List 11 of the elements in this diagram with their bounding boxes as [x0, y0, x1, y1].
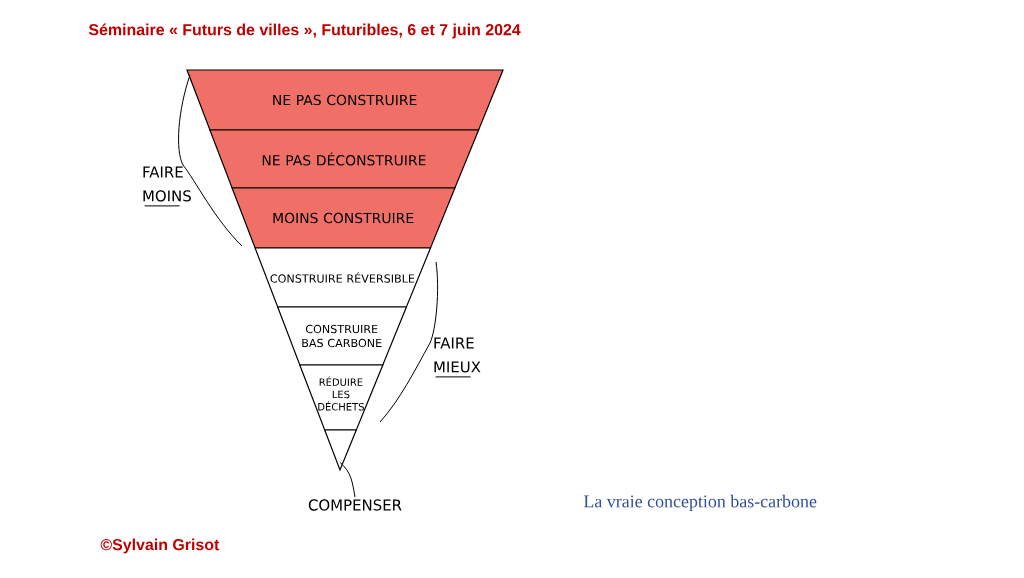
bracket-label: FAIRE MIEUX — [434, 337, 481, 378]
title: Séminaire « Futurs de villes », Futuribles, 6 et 7 juin 2024 — [88, 23, 521, 39]
funnel-band: MOINS CONSTRUIRE — [231, 187, 456, 249]
funnel-band: CONSTRUIRE RÉVERSIBLE — [254, 247, 432, 308]
funnel-band: NE PAS CONSTRUIRE — [186, 69, 504, 131]
funnel-band: NE PAS DÉCONSTRUIRE — [209, 129, 480, 189]
copyright: ©Sylvain Grisot — [100, 538, 220, 554]
tip-label: COMPENSER — [308, 499, 402, 511]
leader-line — [339, 461, 356, 498]
caption: La vraie conception bas-carbone — [583, 494, 817, 512]
bracket-label: FAIRE MOINS — [143, 166, 191, 207]
